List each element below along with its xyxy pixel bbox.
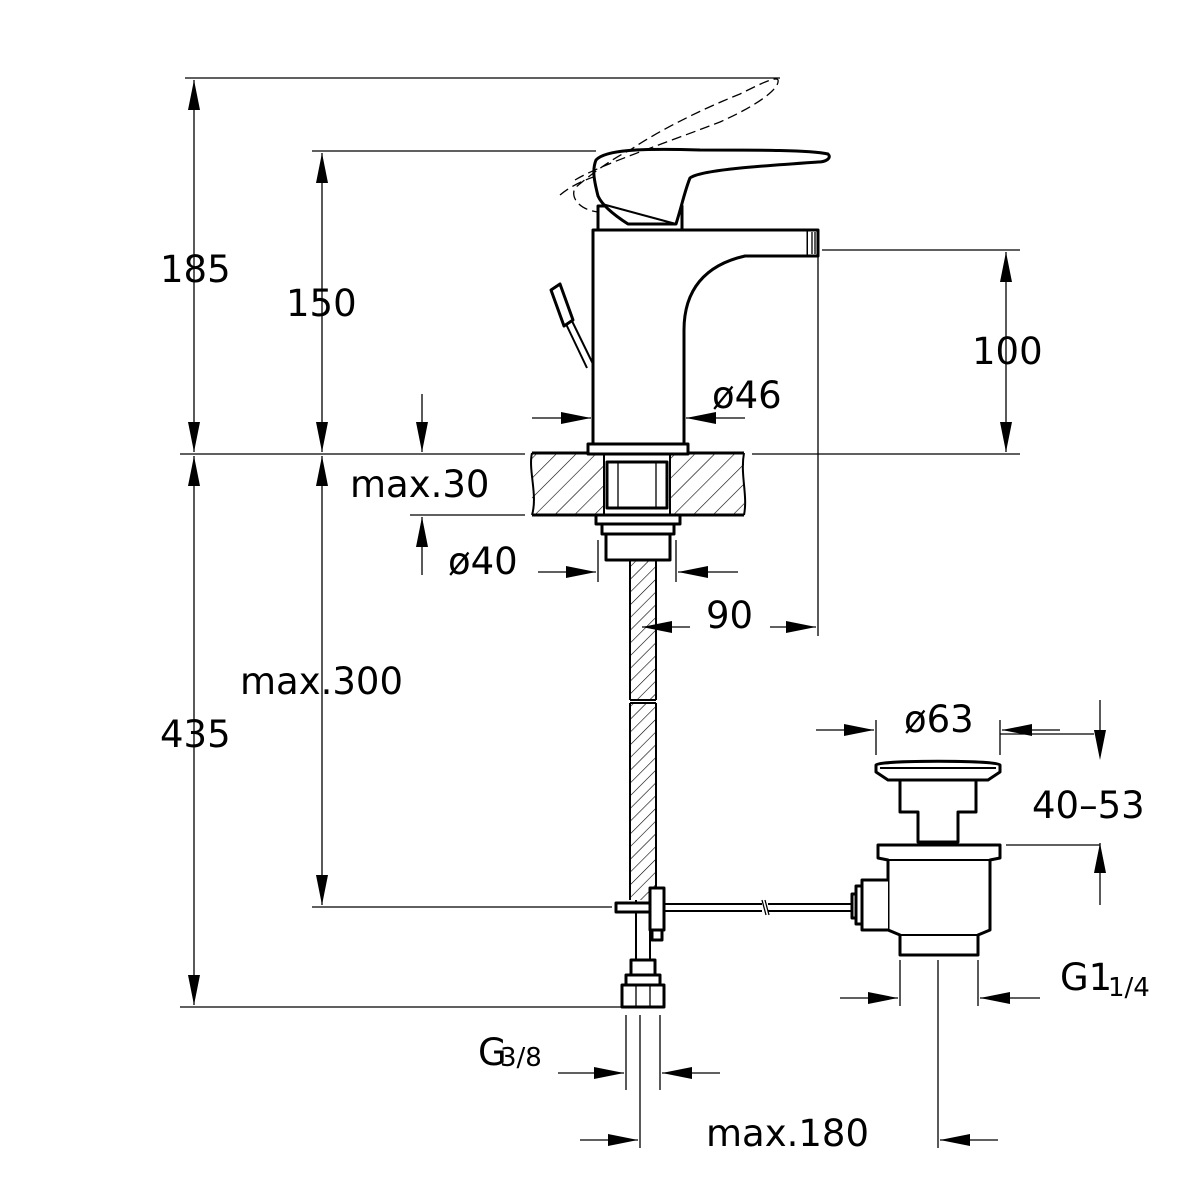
dim-height-handle: 150	[286, 282, 357, 325]
pop-up-waste	[850, 759, 1002, 957]
dim-deck-thickness: max.30	[350, 463, 489, 506]
dim-height-total: 185	[160, 248, 231, 291]
dim-hole-diameter: ø40	[448, 540, 518, 583]
countertop-section	[530, 451, 747, 517]
dim-spout-reach: 90	[706, 594, 753, 637]
dim-waste-thread: G1	[1060, 956, 1112, 999]
flexible-hose	[620, 560, 666, 1009]
dim-waste-diameter: ø63	[904, 698, 974, 741]
fixing-nut	[594, 513, 682, 562]
dim-hose-length: max.300	[240, 660, 403, 703]
dim-body-diameter: ø46	[712, 374, 782, 417]
dim-depth-total: 435	[160, 713, 231, 756]
pop-up-rod	[549, 282, 594, 369]
extension-lines	[180, 77, 1100, 1148]
lever-handle	[592, 147, 831, 226]
dim-height-spout: 100	[972, 330, 1043, 373]
dim-inlet-thread-fraction: 3/8	[500, 1043, 542, 1073]
dimension-lines	[188, 80, 1106, 1146]
dim-rod-length: max.180	[706, 1112, 869, 1155]
lever-handle-open-position	[559, 78, 779, 213]
dim-inlet-thread: G	[478, 1031, 507, 1074]
dimension-labels: 185 150 100 ø46 max.30 ø40 90 max.300 43…	[160, 248, 1150, 1155]
dim-waste-thread-fraction: 1/4	[1108, 973, 1150, 1003]
dim-waste-height: 40–53	[1032, 784, 1145, 827]
linkage-rod	[614, 886, 857, 942]
